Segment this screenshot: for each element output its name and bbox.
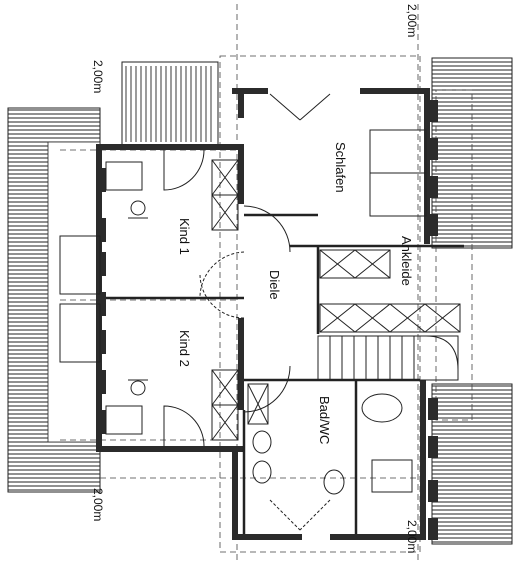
dimension-label-left-top: 2,00m [91,60,105,93]
windows-left [96,168,106,434]
room-label-kind1: Kind 1 [177,218,192,255]
staircase [317,335,459,381]
room-label-ankleide: Ankleide [399,236,414,286]
roof-eaves-right [431,57,513,545]
doors [163,93,331,531]
room-label-diele: Diele [267,270,282,300]
roof-eaves-left [7,107,101,493]
dimension-label-bottom-right: 2,00m [405,520,419,553]
balcony [121,61,219,147]
room-label-kind2: Kind 2 [177,330,192,367]
dimension-label-top-right: 2,00m [405,4,419,37]
furniture [59,129,427,495]
walls [96,88,430,540]
windows-right [428,100,438,540]
wardrobes [211,159,461,441]
room-label-bad-wc: Bad/WC [317,396,332,444]
dimension-label-left-bottom: 2,00m [91,488,105,521]
room-label-schlafen: Schlafen [333,142,348,193]
